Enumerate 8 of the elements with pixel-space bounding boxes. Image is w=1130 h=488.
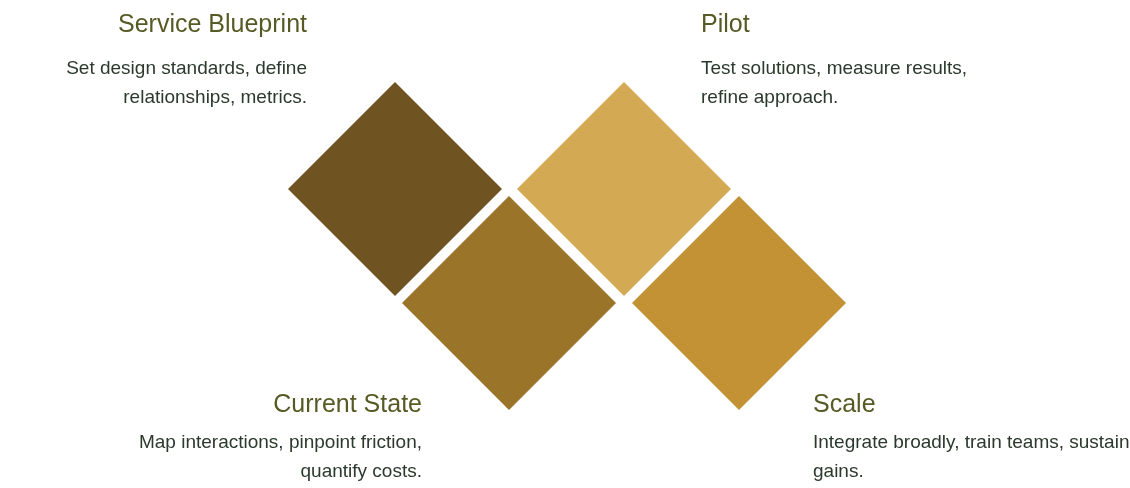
step-title: Current State [273,388,422,418]
step-description: Test solutions, measure results, refine approach. [701,56,969,109]
step-title: Scale [813,388,876,418]
step-description: Integrate broadly, train teams, sustain gains. [813,430,1130,483]
step-description: Set design standards, define relationships, metrics. [65,56,307,109]
step-description: Map interactions, pinpoint friction, quantify costs. [137,430,422,483]
step-title: Pilot [701,8,750,38]
step-title: Service Blueprint [118,8,307,38]
